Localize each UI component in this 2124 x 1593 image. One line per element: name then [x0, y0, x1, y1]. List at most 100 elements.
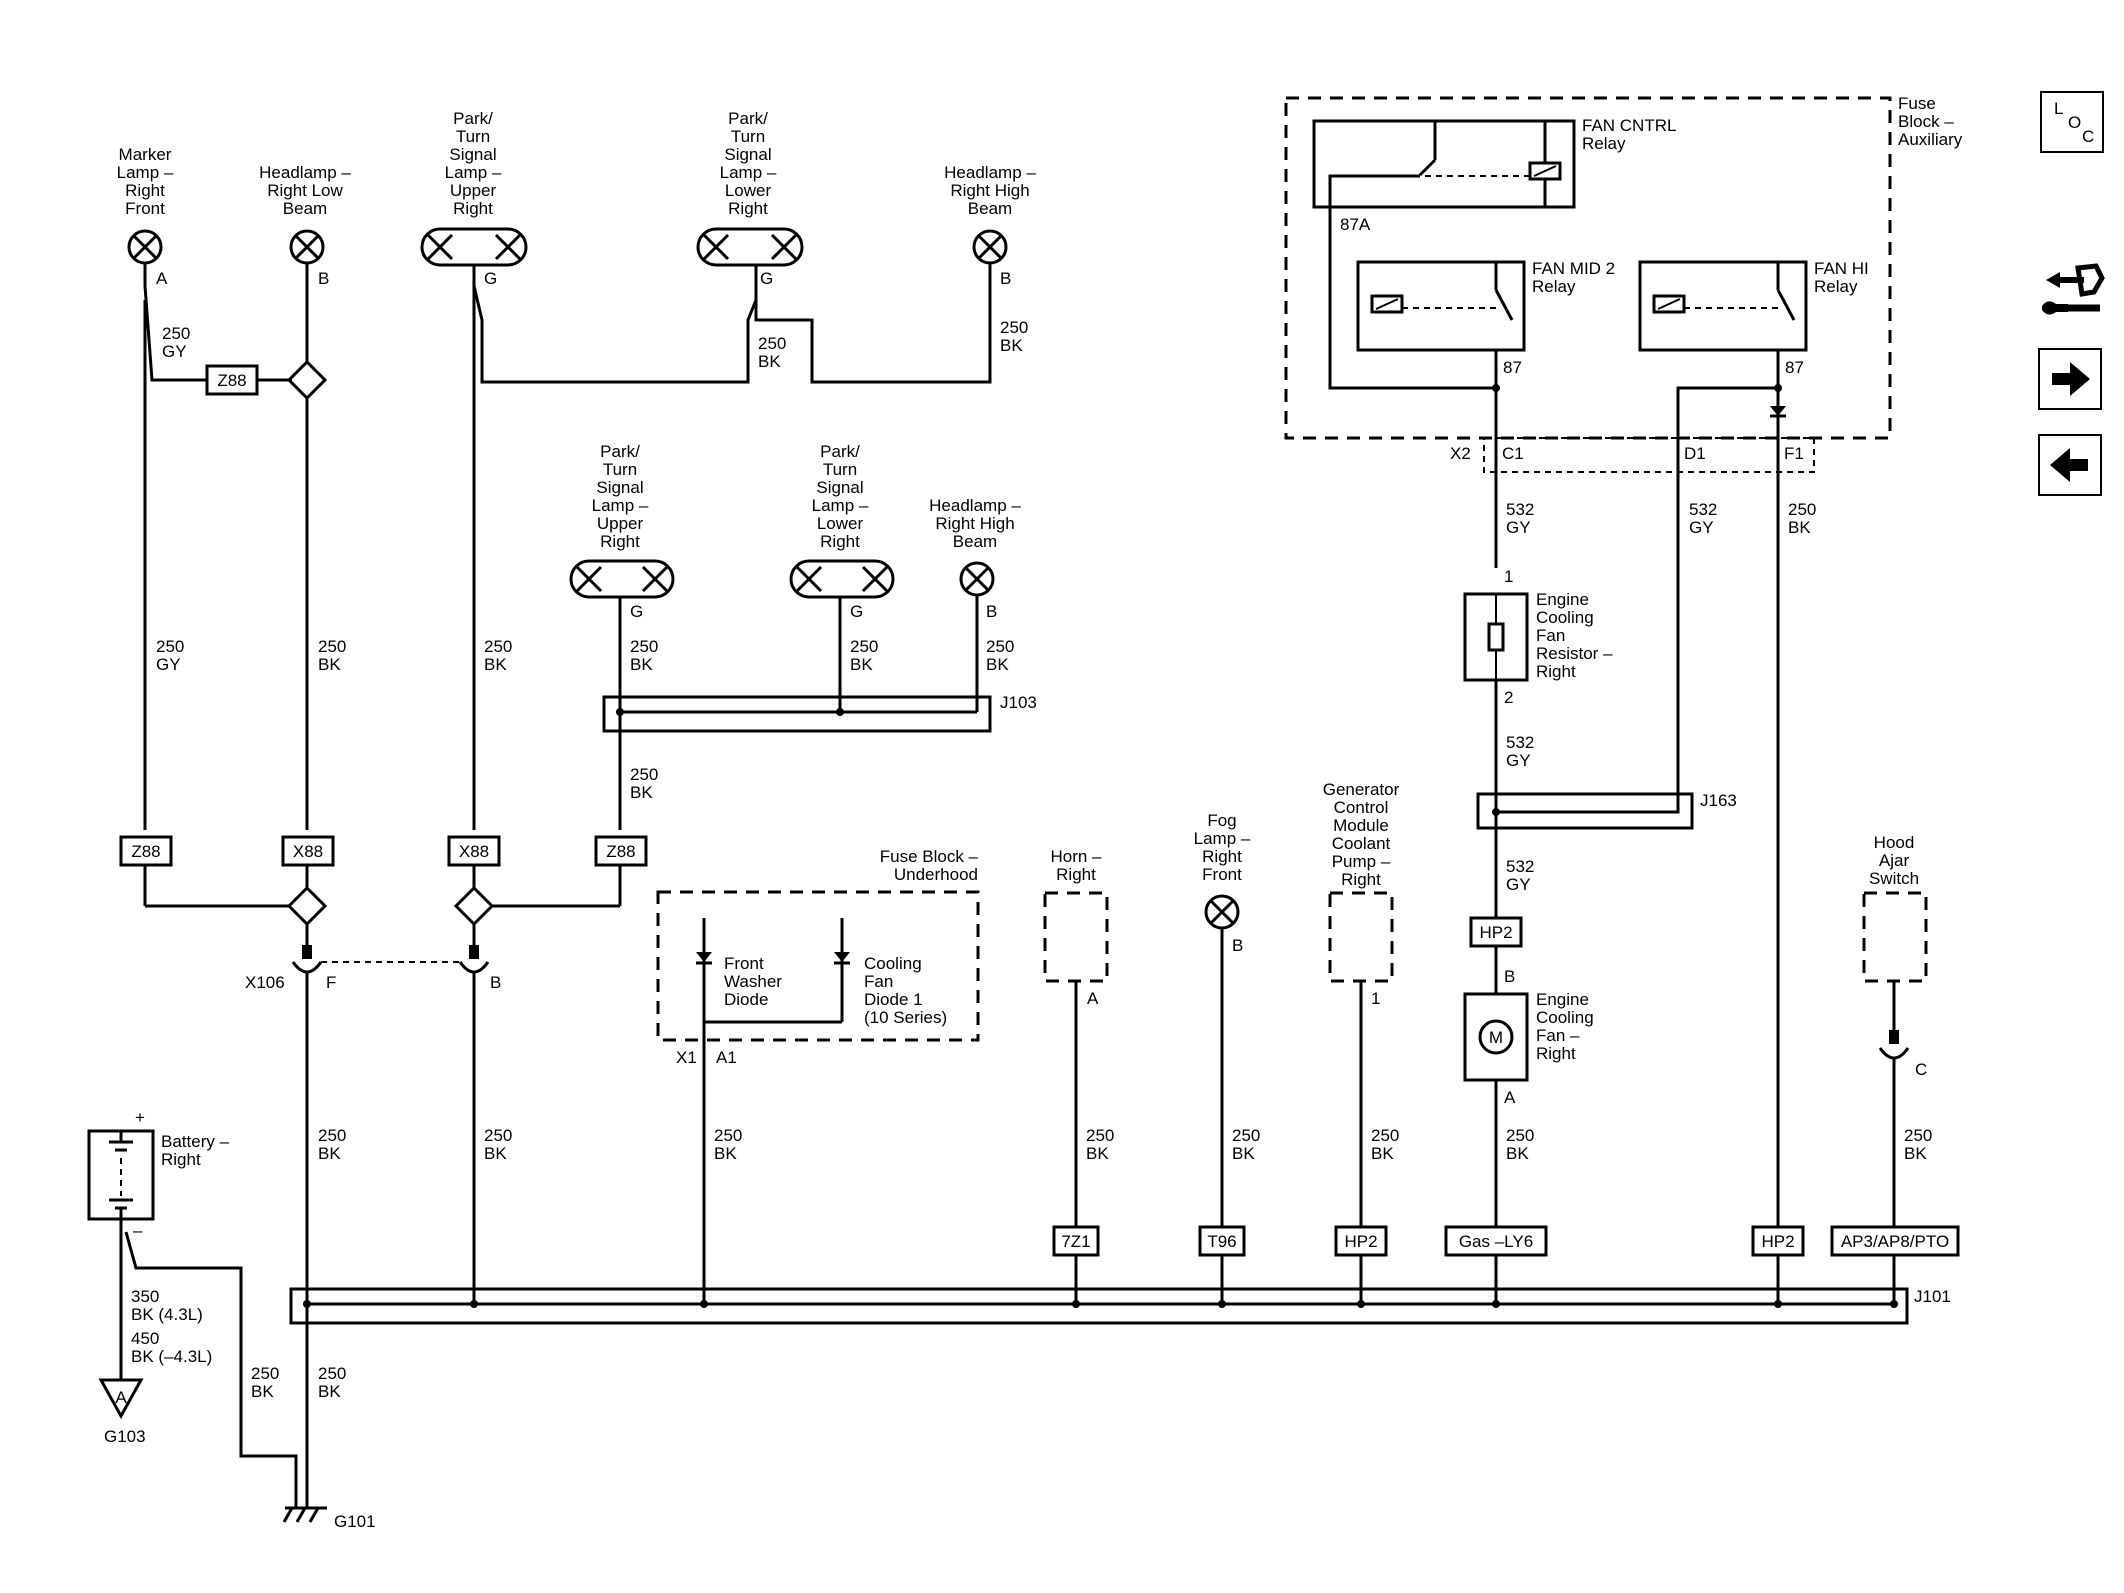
svg-text:M: M	[1489, 1028, 1503, 1047]
svg-text:Horn –Right: Horn –Right	[1050, 847, 1102, 884]
svg-text:J101: J101	[1914, 1287, 1951, 1306]
svg-text:B: B	[1232, 936, 1243, 955]
horn-right: Horn –Right A	[1043, 847, 1109, 1227]
svg-text:–: –	[133, 1221, 143, 1240]
svg-text:7Z1: 7Z1	[1061, 1232, 1090, 1251]
svg-text:B: B	[1000, 269, 1011, 288]
connector-tools-icon	[2042, 263, 2105, 315]
svg-text:B: B	[1504, 967, 1515, 986]
svg-text:+: +	[135, 1108, 145, 1127]
arrow-left-icon	[2050, 448, 2088, 482]
svg-text:Fuse Block –Underhood: Fuse Block –Underhood	[880, 847, 979, 884]
svg-text:C1: C1	[1502, 444, 1524, 463]
svg-text:A: A	[115, 1388, 127, 1407]
option-z88-top: Z88	[205, 364, 259, 396]
svg-text:AP3/AP8/PTO: AP3/AP8/PTO	[1841, 1232, 1949, 1251]
svg-text:G: G	[760, 269, 773, 288]
svg-text:B: B	[318, 269, 329, 288]
svg-text:D1: D1	[1684, 444, 1706, 463]
svg-text:HP2: HP2	[1761, 1232, 1794, 1251]
svg-text:T96: T96	[1207, 1232, 1236, 1251]
g103-ground: A G103	[98, 1378, 146, 1446]
svg-text:1: 1	[1371, 989, 1380, 1008]
svg-text:87A: 87A	[1340, 215, 1371, 234]
svg-text:Battery –Right: Battery –Right	[161, 1132, 230, 1169]
loc-button[interactable]: L O C	[2040, 91, 2104, 153]
arrow-right-icon	[2052, 362, 2090, 396]
svg-text:F1: F1	[1784, 444, 1804, 463]
loc-letter-l: L	[2054, 99, 2064, 118]
svg-text:Gas –LY6: Gas –LY6	[1459, 1232, 1533, 1251]
svg-text:87: 87	[1503, 358, 1522, 377]
svg-text:X88: X88	[459, 842, 489, 861]
svg-text:J163: J163	[1700, 791, 1737, 810]
back-button[interactable]	[2038, 434, 2102, 496]
svg-text:X1: X1	[676, 1048, 697, 1067]
bottom-option-boxes: 7Z1 T96 HP2 Gas –LY6 HP2 AP3/AP8/PTO	[1052, 1225, 1960, 1304]
svg-text:87: 87	[1785, 358, 1804, 377]
svg-text:G: G	[630, 602, 643, 621]
svg-text:F: F	[326, 973, 336, 992]
svg-text:HP2: HP2	[1344, 1232, 1377, 1251]
svg-text:G: G	[484, 269, 497, 288]
forward-button[interactable]	[2038, 348, 2102, 410]
svg-text:B: B	[986, 602, 997, 621]
svg-text:1: 1	[1504, 567, 1513, 586]
loc-letter-o: O	[2068, 113, 2082, 132]
svg-text:G: G	[850, 602, 863, 621]
svg-text:A: A	[1087, 989, 1099, 1008]
j101-splice: J101	[289, 1287, 1951, 1325]
option-boxes-row: Z88 X88 X88 Z88	[119, 835, 648, 952]
svg-text:X2: X2	[1450, 444, 1471, 463]
svg-text:G101: G101	[334, 1512, 376, 1531]
tools-button[interactable]	[2038, 258, 2106, 328]
svg-text:J103: J103	[1000, 693, 1037, 712]
